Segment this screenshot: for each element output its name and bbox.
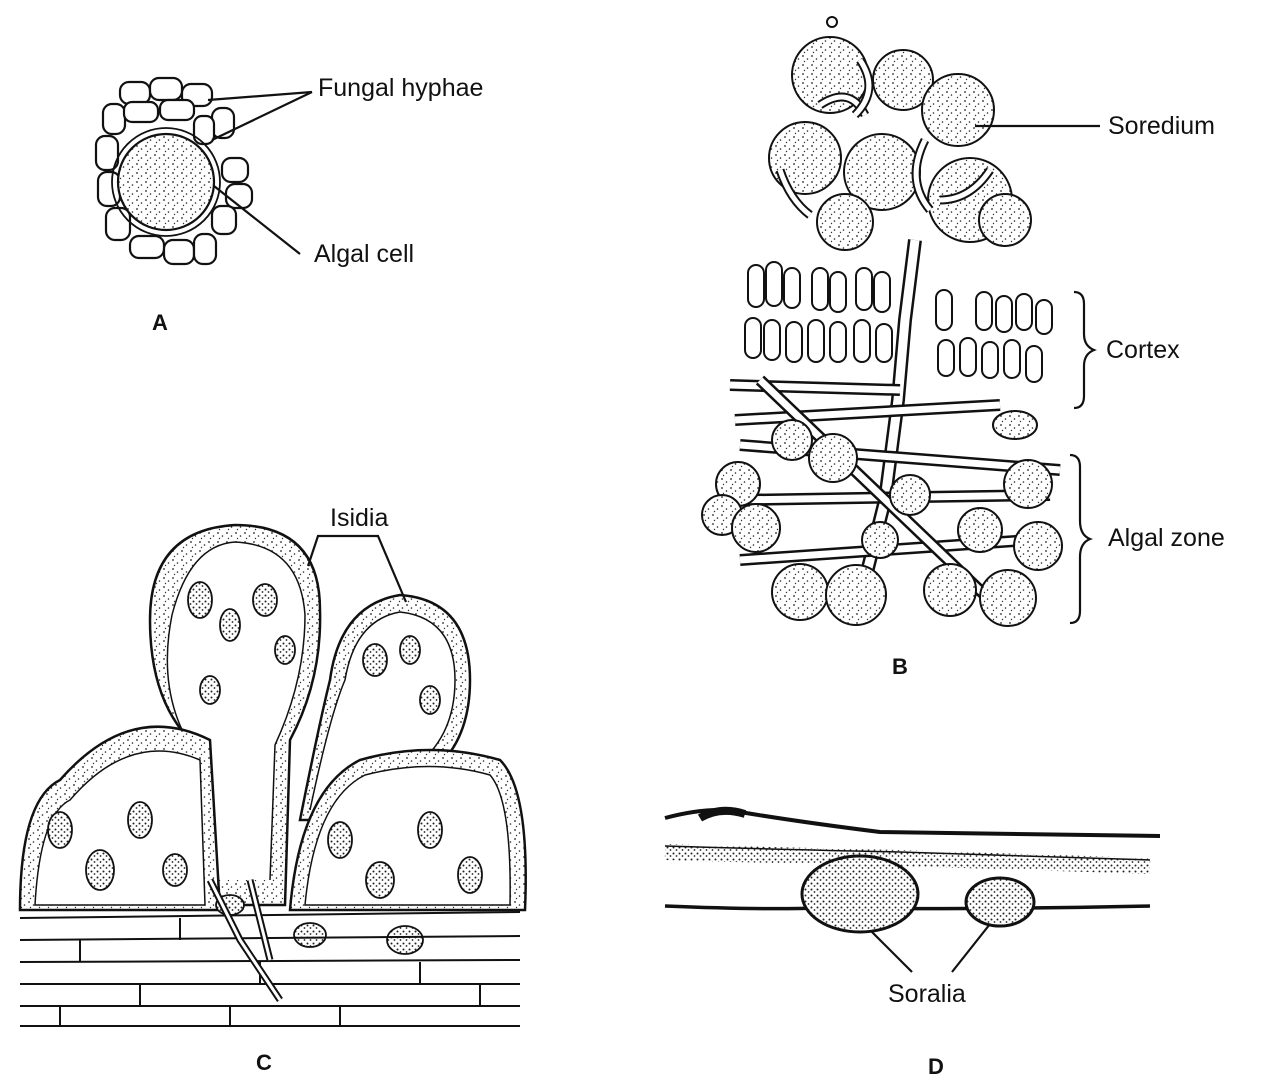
soralium-large [802, 856, 918, 932]
caption-c: C [256, 1052, 272, 1074]
soredium-cluster [769, 17, 1031, 250]
caption-a: A [152, 312, 168, 334]
panel-d-leaders [872, 924, 990, 972]
algal-band [665, 852, 1150, 866]
label-cortex: Cortex [1106, 338, 1180, 363]
panel-c [20, 525, 526, 1026]
label-isidia: Isidia [330, 506, 388, 531]
algal-cell-a [118, 134, 214, 230]
panel-a [96, 78, 252, 264]
label-soralia: Soralia [888, 982, 966, 1007]
panel-c-leaders [308, 536, 406, 602]
caption-d: D [928, 1056, 944, 1078]
panel-d [665, 810, 1160, 932]
caption-b: B [892, 656, 908, 678]
cortex-bracket [1074, 292, 1094, 408]
algal-zone-bracket [1070, 455, 1090, 623]
label-algal-zone: Algal zone [1108, 526, 1225, 551]
label-fungal-hyphae: Fungal hyphae [318, 76, 483, 101]
panel-b [702, 17, 1062, 626]
label-algal-cell: Algal cell [314, 242, 414, 267]
label-soredium: Soredium [1108, 114, 1215, 139]
soralium-small [966, 878, 1034, 926]
